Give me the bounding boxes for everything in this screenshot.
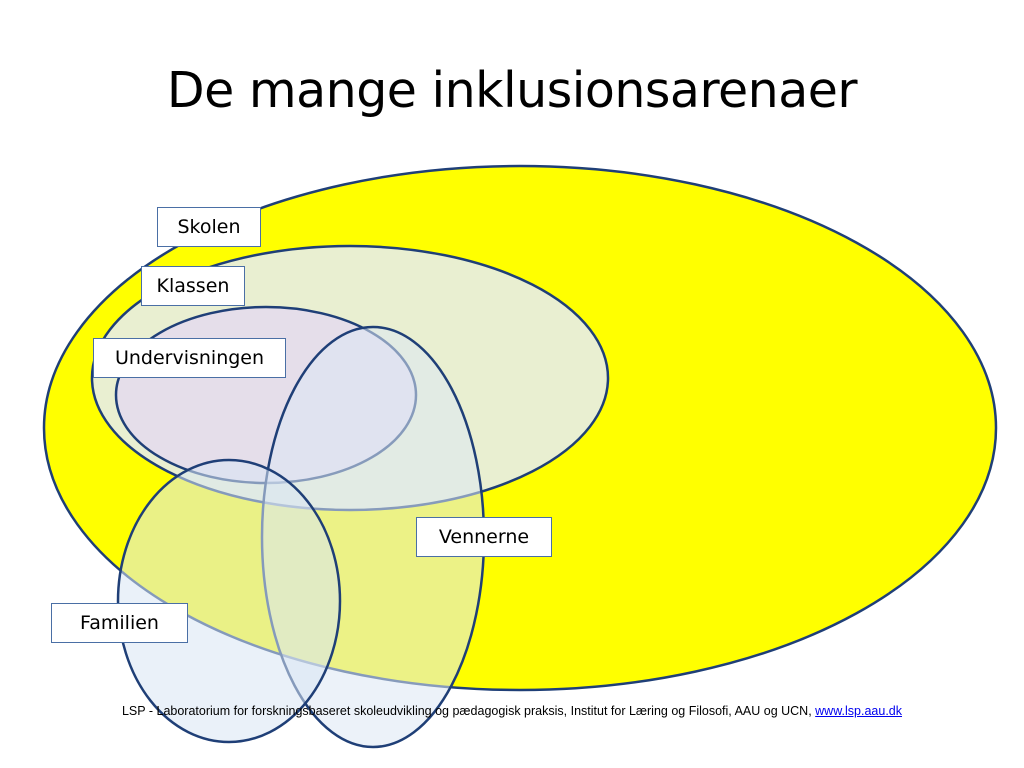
label-skolen-text: Skolen: [177, 216, 241, 238]
label-skolen: Skolen: [157, 207, 261, 247]
label-familien-text: Familien: [80, 612, 159, 634]
footer-link[interactable]: www.lsp.aau.dk: [815, 704, 903, 718]
slide-title: De mange inklusionsarenaer: [166, 62, 858, 119]
label-undervisningen: Undervisningen: [93, 338, 286, 378]
label-klassen-text: Klassen: [156, 275, 230, 297]
label-vennerne: Vennerne: [416, 517, 552, 557]
footer-text: LSP - Laboratorium for forskningsbaseret…: [121, 704, 816, 718]
label-vennerne-text: Vennerne: [438, 526, 530, 548]
label-familien: Familien: [51, 603, 188, 643]
familien-ellipse: [116, 458, 342, 744]
label-klassen: Klassen: [141, 266, 245, 306]
footer-credit: LSP - Laboratorium for forskningsbaseret…: [0, 704, 1024, 718]
label-undervisningen-text: Undervisningen: [114, 347, 265, 369]
